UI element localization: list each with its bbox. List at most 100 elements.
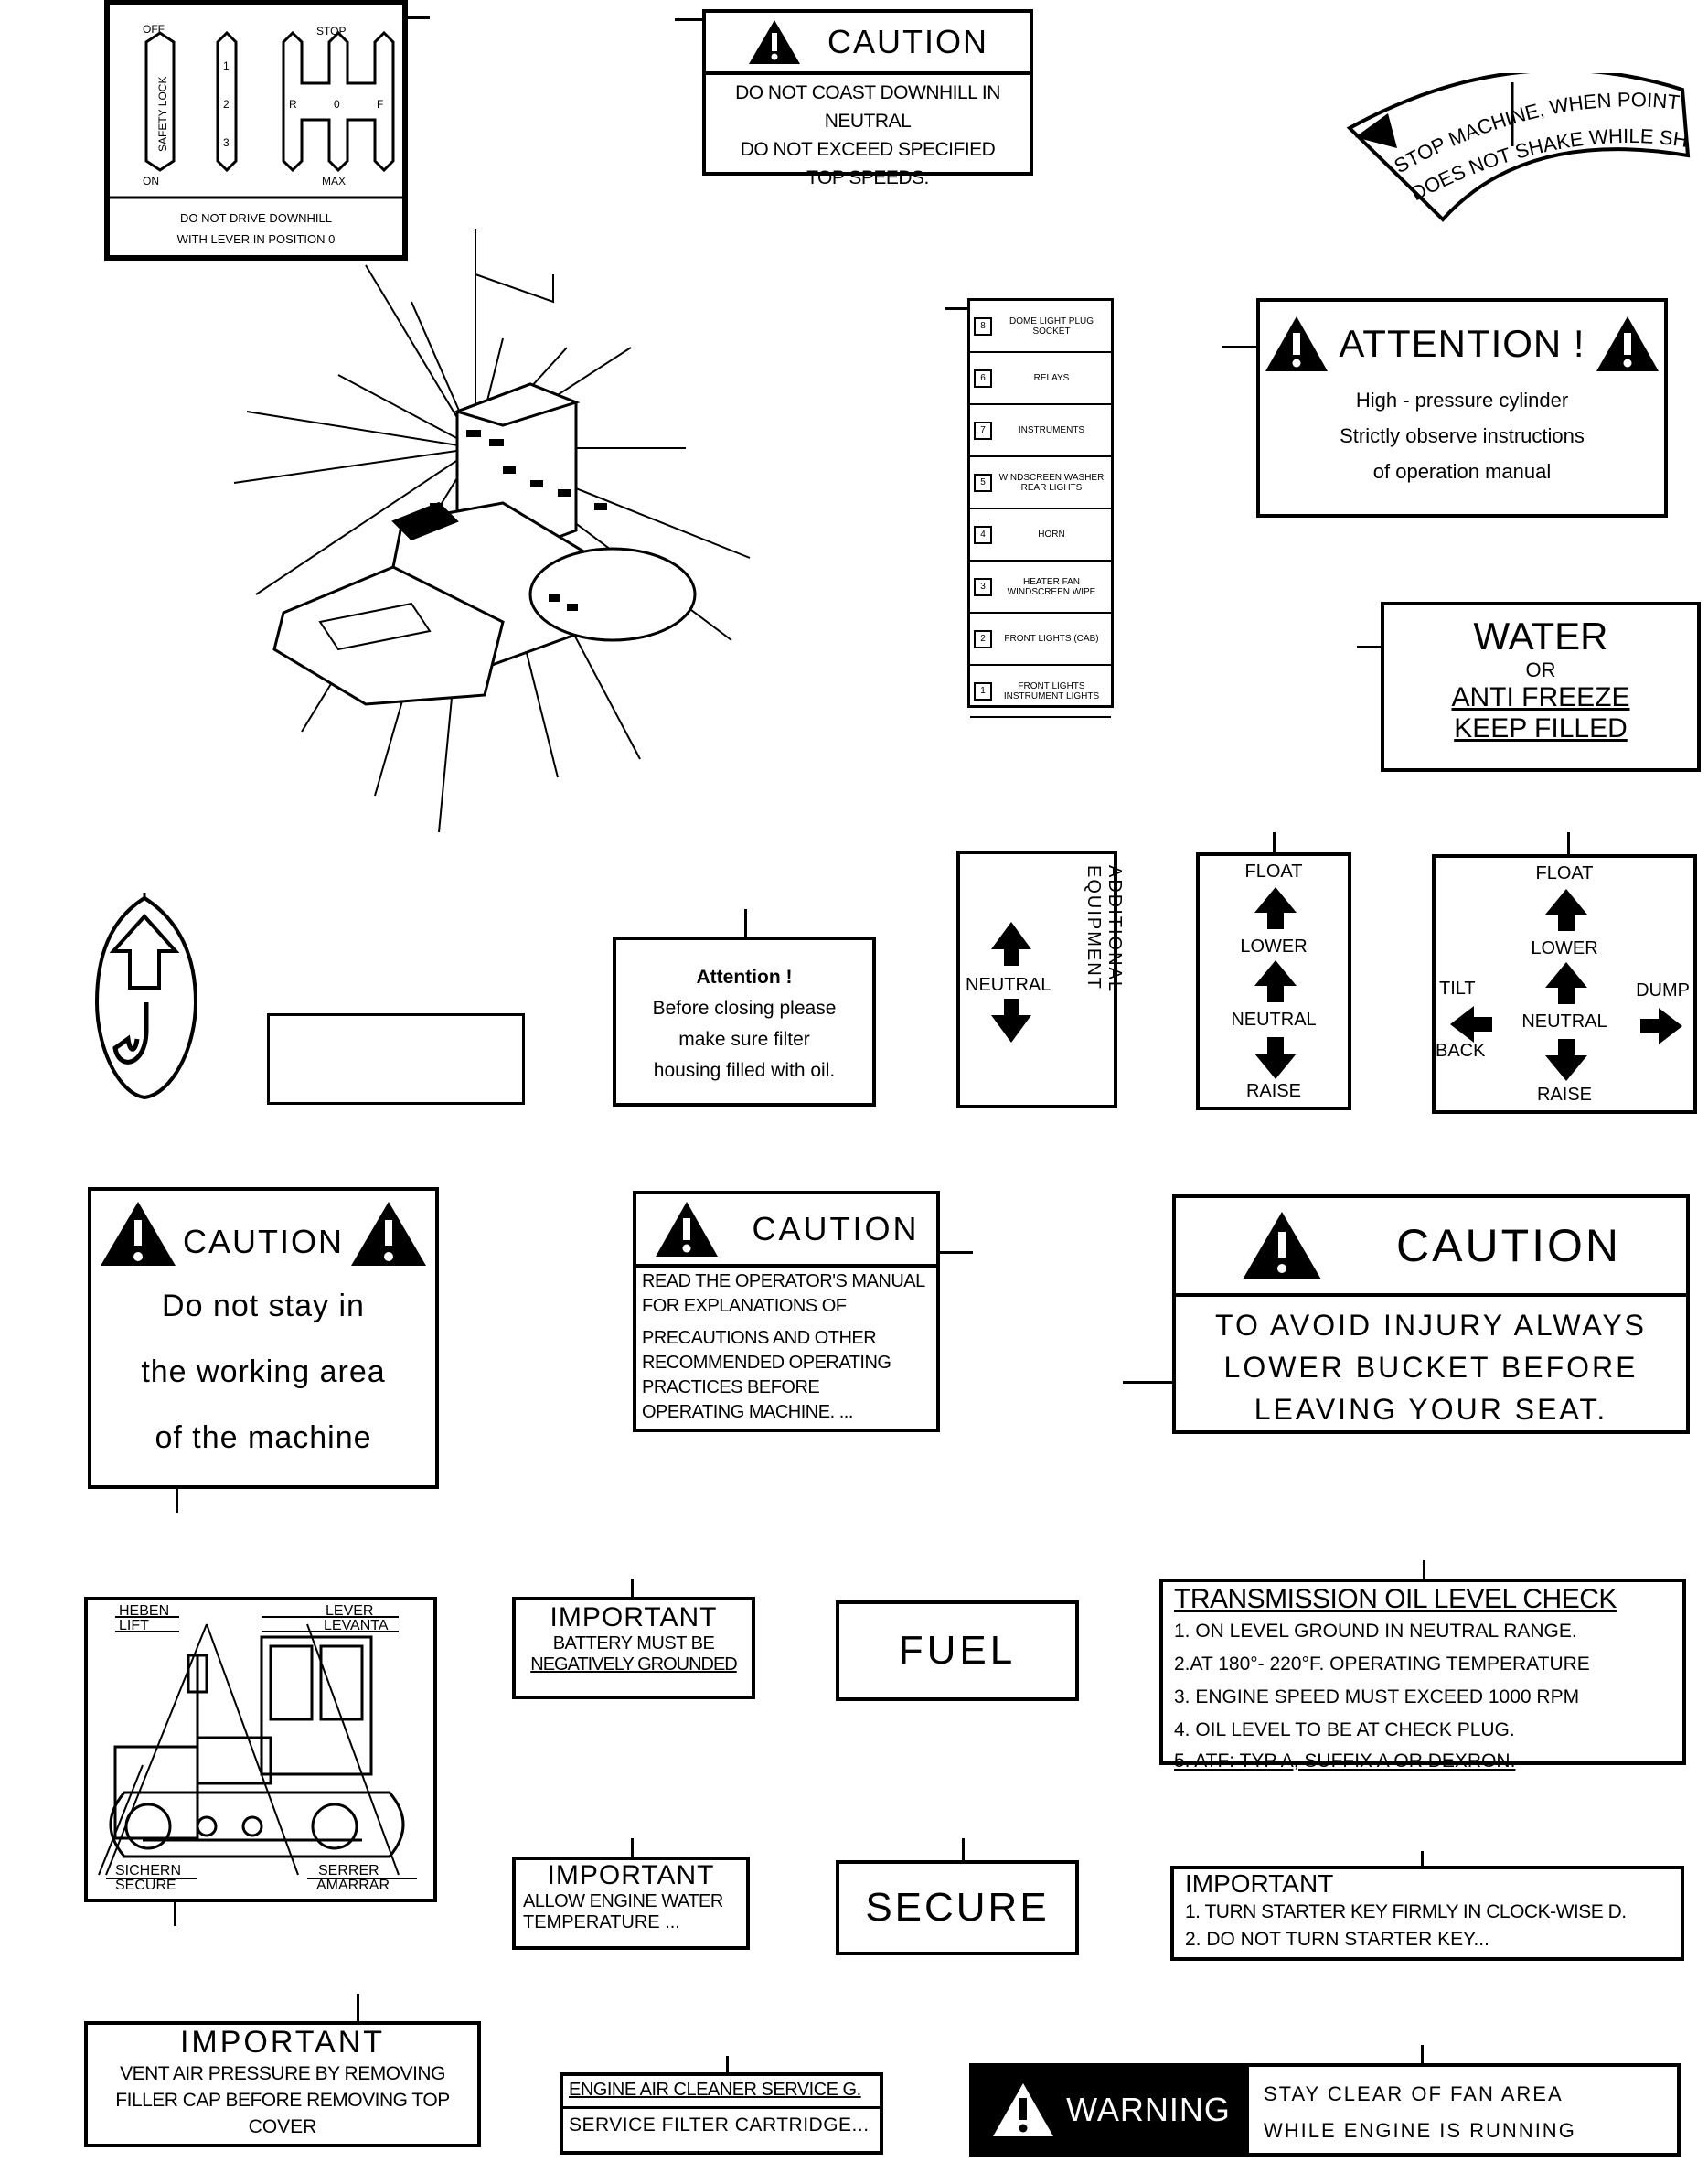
label-o: 0 — [334, 98, 340, 111]
fuse-label: RELAYS — [1033, 373, 1070, 383]
gear-warning-line2: WITH LEVER IN POSITION 0 — [177, 232, 336, 246]
important-vent-decal: IMPORTANT VENT AIR PRESSURE BY REMOVING … — [84, 2021, 481, 2147]
leader-line — [1421, 1851, 1424, 1866]
left-arrow-icon — [1450, 1006, 1492, 1043]
caution-title: CAUTION — [1396, 1220, 1621, 1271]
filter-title: Attention ! — [696, 967, 793, 988]
leader-line — [408, 16, 430, 19]
leader-line — [1423, 1560, 1425, 1579]
warning-triangle-icon — [1265, 316, 1329, 371]
fuse-label: FRONT LIGHTS INSTRUMENT LIGHTS — [1003, 680, 1100, 701]
attention-line3: of operation manual — [1372, 460, 1552, 483]
leader-line — [726, 2056, 729, 2072]
fuse-label: INSTRUMENTS — [1018, 425, 1085, 435]
starter-line1: 1. TURN STARTER KEY FIRMLY IN CLOCK-WISE… — [1185, 1901, 1627, 1922]
warning-line2: WHILE ENGINE IS RUNNING — [1264, 2119, 1576, 2142]
vent-line3: COVER — [248, 2116, 317, 2137]
gear-shift-decal: OFF STOP SAFETY LOCK ON 1 2 3 R 0 F MAX … — [104, 0, 408, 261]
vent-title: IMPORTANT — [179, 2025, 386, 2060]
label-secure: SECURE — [115, 1878, 176, 1893]
leader-line — [1222, 346, 1256, 348]
additional-equipment-label: ADDITIONAL EQUIPMENT — [1084, 865, 1125, 993]
leader-line — [357, 1994, 359, 2021]
vent-line1: VENT AIR PRESSURE BY REMOVING — [120, 2063, 445, 2084]
fuse-number: 2 — [974, 629, 992, 648]
air-cleaner-line1: ENGINE AIR CLEANER SERVICE G. — [563, 2076, 880, 2109]
warning-triangle-icon — [655, 1202, 718, 1257]
leader-line — [1357, 646, 1381, 648]
leader-line — [1273, 832, 1276, 852]
fuse-label: DOME LIGHT PLUG SOCKET — [1009, 316, 1094, 337]
working-area-line1: Do not stay in — [162, 1289, 365, 1323]
float-tilt-dump-decal: FLOAT LOWER NEUTRAL RAISE TILT BACK DUMP — [1432, 854, 1697, 1114]
dump-label: DUMP — [1636, 980, 1690, 1001]
fuse-label: HEATER FAN WINDSCREEN WIPE — [1007, 576, 1096, 597]
caution-title: CAUTION — [183, 1223, 344, 1260]
important-starter-decal: IMPORTANT 1. TURN STARTER KEY FIRMLY IN … — [1170, 1866, 1684, 1961]
lower-label: LOWER — [1240, 937, 1308, 957]
leader-line — [1123, 1381, 1172, 1384]
neutral-label: NEUTRAL — [1521, 1011, 1607, 1032]
battery-title: IMPORTANT — [550, 1602, 718, 1632]
leader-line — [631, 1579, 634, 1597]
float-label: FLOAT — [1535, 863, 1594, 883]
leader-line — [744, 909, 747, 937]
fuse-number: 8 — [974, 316, 992, 336]
label-gear-3: 3 — [223, 136, 230, 149]
neutral-label: NEUTRAL — [1231, 1010, 1317, 1030]
label-lever: LEVER — [326, 1603, 373, 1619]
warning-title: WARNING — [1066, 2091, 1231, 2128]
leader-line — [940, 1251, 973, 1254]
label-gear-2: 2 — [223, 98, 230, 111]
warning-triangle-icon — [351, 1202, 426, 1266]
fuel-label: FUEL — [898, 1628, 1017, 1673]
water-temp-line1: ALLOW ENGINE WATER — [523, 1891, 723, 1911]
up-arrow-icon — [1254, 887, 1297, 929]
caution-line2: DO NOT EXCEED SPECIFIED — [740, 139, 996, 160]
tilt-label: TILT — [1439, 979, 1476, 999]
up-arrow-icon — [1545, 962, 1587, 1004]
raise-label: RAISE — [1245, 1081, 1302, 1101]
neutral-arrows — [991, 922, 1031, 1043]
back-label: BACK — [1436, 1041, 1486, 1061]
manual-line1: READ THE OPERATOR'S MANUAL — [642, 1271, 925, 1291]
working-area-line2: the working area — [141, 1354, 386, 1389]
important-water-temp-decal: IMPORTANT ALLOW ENGINE WATER TEMPERATURE… — [512, 1857, 750, 1950]
label-lift: LIFT — [119, 1618, 149, 1633]
caution-working-area-decal: CAUTION Do not stay in the working area … — [88, 1187, 439, 1489]
float-label: FLOAT — [1244, 862, 1303, 882]
air-cleaner-decal: ENGINE AIR CLEANER SERVICE G. SERVICE FI… — [560, 2072, 883, 2155]
down-arrow-icon — [1545, 1039, 1587, 1081]
additional-equipment-decal: NEUTRAL ADDITIONAL EQUIPMENT — [956, 851, 1125, 1108]
leader-line — [174, 1902, 176, 1926]
caution-title: CAUTION — [827, 23, 988, 60]
dozer-overview-drawing — [233, 229, 751, 832]
leader-line — [1567, 832, 1570, 854]
bucket-line2: LOWER BUCKET BEFORE — [1223, 1351, 1639, 1384]
vent-line2: FILLER CAP BEFORE REMOVING TOP — [115, 2090, 450, 2111]
attention-line2: Strictly observe instructions — [1340, 424, 1585, 447]
down-arrow-icon — [1254, 1037, 1297, 1079]
gear-warning-line1: DO NOT DRIVE DOWNHILL — [180, 211, 332, 225]
label-amarrar: AMARRAR — [316, 1878, 390, 1893]
warning-triangle-icon — [101, 1202, 176, 1266]
lifting-hook-icon — [94, 893, 198, 1100]
label-r: R — [289, 98, 297, 111]
important-battery-decal: IMPORTANT BATTERY MUST BE NEGATIVELY GRO… — [512, 1597, 755, 1699]
label-gear-1: 1 — [223, 59, 230, 72]
transmission-line2: 2.AT 180°- 220°F. OPERATING TEMPERATURE — [1174, 1654, 1590, 1675]
manual-line4: RECOMMENDED OPERATING — [642, 1353, 891, 1373]
water-line3: ANTI FREEZE — [1451, 682, 1630, 712]
water-line1: WATER — [1473, 615, 1608, 658]
leader-line — [631, 1838, 634, 1857]
bucket-line3: LEAVING YOUR SEAT. — [1254, 1393, 1608, 1426]
float-lower-decal: FLOAT LOWER NEUTRAL RAISE — [1196, 852, 1351, 1110]
raise-label: RAISE — [1536, 1085, 1593, 1105]
label-sichern: SICHERN — [115, 1863, 181, 1878]
warning-triangle-icon — [1243, 1212, 1321, 1279]
